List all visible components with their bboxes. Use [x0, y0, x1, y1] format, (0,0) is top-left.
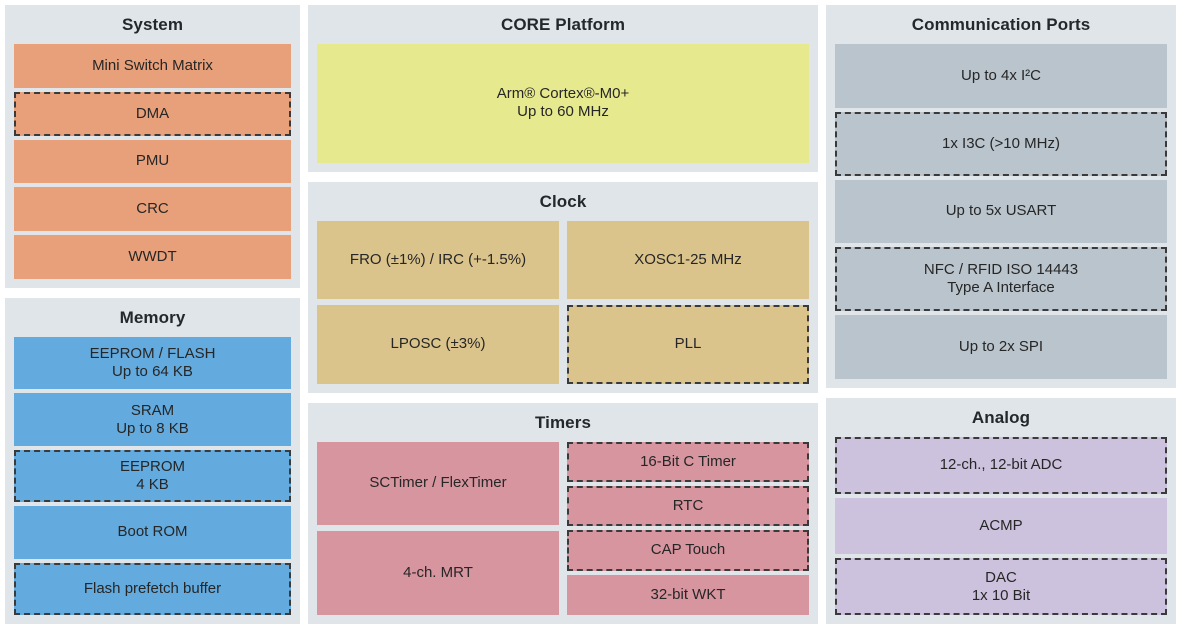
- panel-title-analog: Analog: [971, 408, 1031, 427]
- block-arm-cortex-m0plus[interactable]: Arm® Cortex®-M0+ Up to 60 MHz: [317, 44, 809, 163]
- block-nfc-rfid[interactable]: NFC / RFID ISO 14443 Type A Interface: [835, 247, 1167, 312]
- panel-title-core-platform: CORE Platform: [500, 15, 626, 34]
- block-fro-irc[interactable]: FRO (±1%) / IRC (+-1.5%): [317, 220, 559, 300]
- panel-timers: Timers SCTimer / FlexTimer 16-Bit C Time…: [308, 402, 818, 625]
- block-eeprom-flash[interactable]: EEPROM / FLASH Up to 64 KB: [14, 337, 291, 390]
- panel-title-timers: Timers: [534, 412, 592, 432]
- panel-system: System Mini Switch Matrix DMA PMU CRC WW…: [5, 5, 300, 288]
- block-boot-rom[interactable]: Boot ROM: [14, 506, 291, 559]
- panel-title-communication-ports: Communication Ports: [911, 15, 1091, 34]
- block-sctimer-flextimer[interactable]: SCTimer / FlexTimer: [317, 441, 559, 526]
- panel-system-blocks: Mini Switch Matrix DMA PMU CRC WWDT: [14, 44, 291, 279]
- block-wwdt[interactable]: WWDT: [14, 235, 291, 279]
- panel-title-system: System: [121, 15, 184, 34]
- block-eeprom[interactable]: EEPROM 4 KB: [14, 449, 291, 503]
- panel-communication-ports: Communication Ports Up to 4x I²C 1x I3C …: [826, 5, 1176, 388]
- block-dac[interactable]: DAC 1x 10 Bit: [835, 558, 1167, 616]
- timers-right-column: 16-Bit C Timer RTC CAP Touch 32-bit WKT: [567, 441, 809, 616]
- block-lposc[interactable]: LPOSC (±3%): [317, 305, 559, 384]
- block-i2c[interactable]: Up to 4x I²C: [835, 44, 1167, 108]
- block-sram[interactable]: SRAM Up to 8 KB: [14, 393, 291, 446]
- block-usart[interactable]: Up to 5x USART: [835, 179, 1167, 244]
- block-16bit-c-timer[interactable]: 16-Bit C Timer: [567, 441, 809, 482]
- panel-title-clock: Clock: [539, 191, 587, 211]
- panel-clock: Clock FRO (±1%) / IRC (+-1.5%) XOSC1-25 …: [308, 181, 818, 393]
- block-pll[interactable]: PLL: [567, 305, 809, 384]
- block-i3c[interactable]: 1x I3C (>10 MHz): [835, 111, 1167, 176]
- column-middle: CORE Platform Arm® Cortex®-M0+ Up to 60 …: [308, 5, 818, 625]
- block-flash-prefetch-buffer[interactable]: Flash prefetch buffer: [14, 562, 291, 616]
- block-4ch-mrt[interactable]: 4-ch. MRT: [317, 531, 559, 616]
- block-rtc[interactable]: RTC: [567, 485, 809, 527]
- column-right: Communication Ports Up to 4x I²C 1x I3C …: [826, 5, 1176, 624]
- panel-timers-blocks: SCTimer / FlexTimer 16-Bit C Timer RTC C…: [317, 441, 809, 616]
- block-cap-touch[interactable]: CAP Touch: [567, 530, 809, 571]
- block-xosc[interactable]: XOSC1-25 MHz: [567, 220, 809, 300]
- panel-memory: Memory EEPROM / FLASH Up to 64 KB SRAM U…: [5, 298, 300, 624]
- panel-analog-blocks: 12-ch., 12-bit ADC ACMP DAC 1x 10 Bit: [835, 437, 1167, 616]
- panel-title-memory: Memory: [119, 308, 186, 327]
- column-left: System Mini Switch Matrix DMA PMU CRC WW…: [5, 5, 300, 624]
- block-adc[interactable]: 12-ch., 12-bit ADC: [835, 437, 1167, 494]
- panel-core-blocks: Arm® Cortex®-M0+ Up to 60 MHz: [317, 44, 809, 163]
- block-acmp[interactable]: ACMP: [835, 497, 1167, 555]
- block-spi[interactable]: Up to 2x SPI: [835, 315, 1167, 379]
- panel-memory-blocks: EEPROM / FLASH Up to 64 KB SRAM Up to 8 …: [14, 337, 291, 616]
- block-32bit-wkt[interactable]: 32-bit WKT: [567, 574, 809, 615]
- block-dma[interactable]: DMA: [14, 91, 291, 136]
- block-mini-switch-matrix[interactable]: Mini Switch Matrix: [14, 44, 291, 88]
- block-crc[interactable]: CRC: [14, 187, 291, 232]
- block-pmu[interactable]: PMU: [14, 139, 291, 184]
- panel-clock-blocks: FRO (±1%) / IRC (+-1.5%) XOSC1-25 MHz LP…: [317, 220, 809, 384]
- panel-communication-blocks: Up to 4x I²C 1x I3C (>10 MHz) Up to 5x U…: [835, 44, 1167, 379]
- panel-analog: Analog 12-ch., 12-bit ADC ACMP DAC 1x 10…: [826, 398, 1176, 624]
- panel-core-platform: CORE Platform Arm® Cortex®-M0+ Up to 60 …: [308, 5, 818, 172]
